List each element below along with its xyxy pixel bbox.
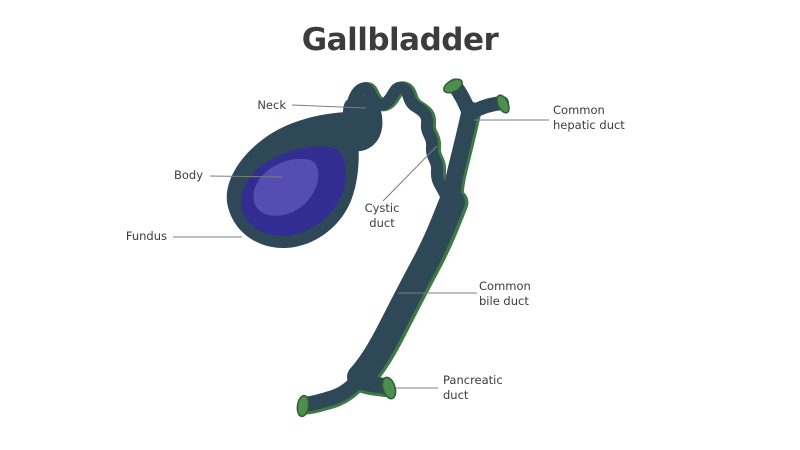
leader-lines: [173, 104, 549, 389]
hepatic-right-tip: [496, 94, 510, 114]
pancreatic-left-tip: [296, 394, 310, 418]
gallbladder-interior: [241, 146, 346, 236]
neck-leader-line: [291, 104, 367, 109]
label-pancreatic-duct-line2: duct: [443, 388, 469, 402]
cystic-duct-leader-line: [382, 145, 438, 202]
label-body-text: Body: [173, 168, 203, 182]
hepatic-left-tip: [443, 78, 463, 94]
label-body: Body: [174, 168, 203, 183]
cystic-duct-shape: [346, 81, 452, 202]
label-pancreatic-duct-line1: Pancreatic: [443, 373, 503, 387]
body-leader-line: [209, 175, 283, 178]
common-bile-duct-shape: [347, 189, 465, 390]
duct-cut-ends: [296, 78, 510, 418]
label-cystic-duct: Cystic duct: [332, 201, 432, 231]
label-neck: Neck: [257, 98, 286, 113]
label-fundus-text: Fundus: [125, 229, 167, 243]
label-cystic-duct-line1: Cystic: [364, 201, 400, 215]
gallbladder-inner-layer: [253, 158, 319, 216]
label-neck-text: Neck: [257, 98, 286, 112]
label-common-bile-duct: Common bile duct: [479, 279, 531, 309]
hepatic-duct-stem: [443, 102, 479, 209]
duct-system: [226, 78, 509, 412]
label-common-hepatic-duct: Common hepatic duct: [553, 103, 625, 133]
label-fundus: Fundus: [126, 229, 167, 244]
label-common-hepatic-duct-line2: hepatic duct: [553, 118, 625, 132]
pancreatic-duct-right-limb: [348, 372, 394, 394]
label-common-bile-duct-line2: bile duct: [479, 294, 529, 308]
label-pancreatic-duct: Pancreatic duct: [443, 373, 503, 403]
page-title: Gallbladder: [301, 22, 499, 58]
pancreatic-duct-left-limb: [297, 370, 368, 412]
label-common-bile-duct-line1: Common: [479, 279, 531, 293]
label-common-hepatic-duct-line1: Common: [553, 103, 605, 117]
pancreatic-right-tip: [381, 376, 397, 400]
label-cystic-duct-line2: duct: [369, 216, 395, 230]
